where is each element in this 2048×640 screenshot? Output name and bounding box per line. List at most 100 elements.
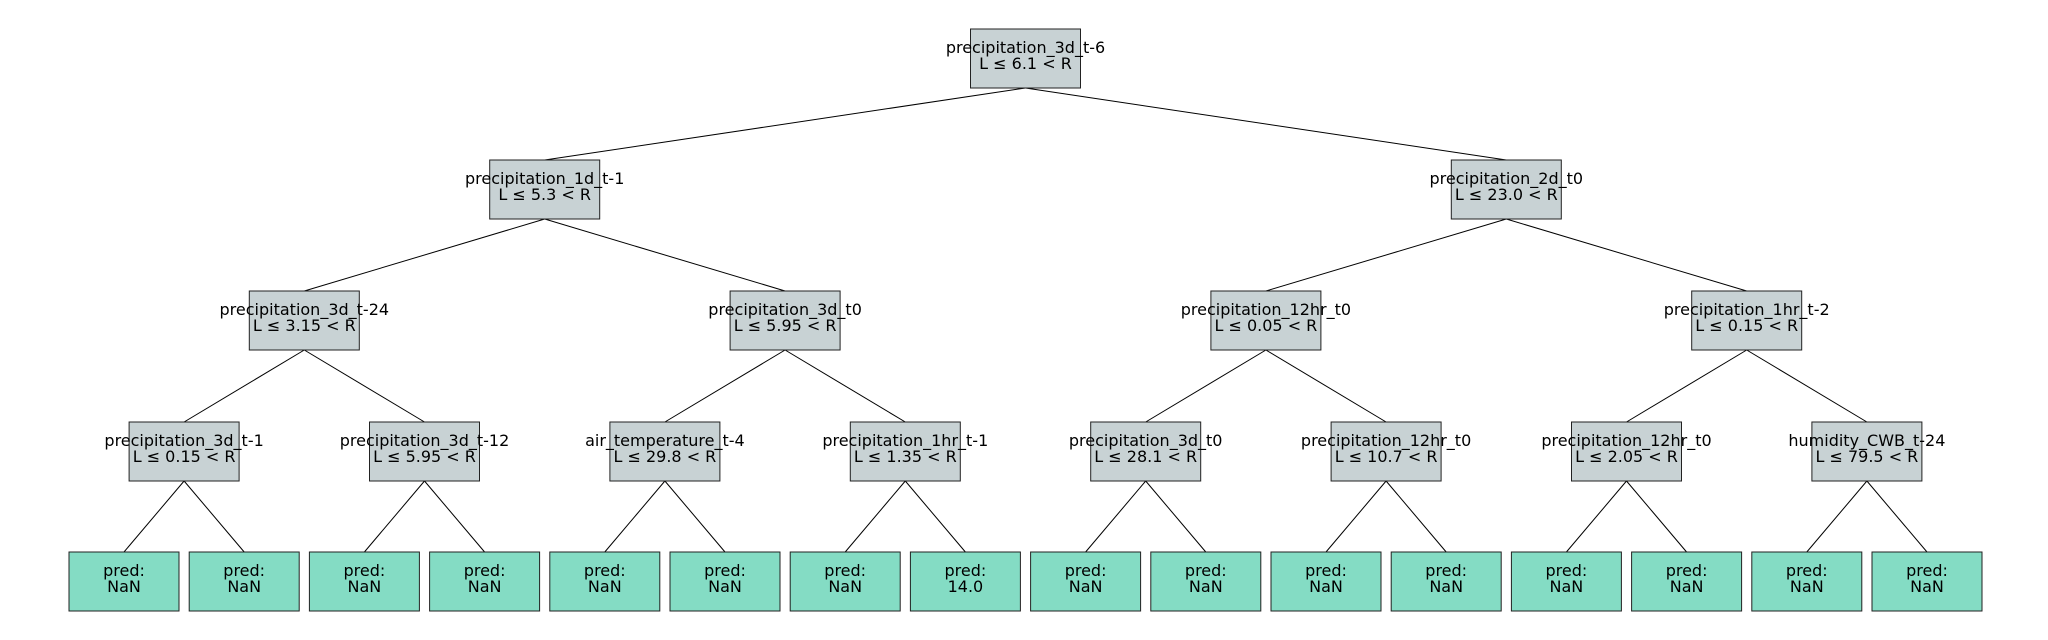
split-feature-label: humidity_CWB_t-24 bbox=[1788, 431, 1945, 451]
leaf-node: pred:NaN bbox=[308, 551, 420, 612]
split-rule: L ≤ 5.95 < R bbox=[734, 316, 837, 335]
split-feature-label: air_temperature_t-4 bbox=[585, 431, 745, 451]
leaf-box bbox=[1510, 551, 1622, 612]
leaf-node: pred:NaN bbox=[1751, 551, 1863, 612]
split-box bbox=[369, 421, 480, 482]
leaf-pred-value: NaN bbox=[348, 577, 382, 596]
split-feature-label: precipitation_3d_t-24 bbox=[220, 300, 390, 320]
tree-edge bbox=[304, 218, 545, 292]
leaf-node: pred:NaN bbox=[1871, 551, 1983, 612]
leaf-pred-value: NaN bbox=[1429, 577, 1463, 596]
tree-edge bbox=[123, 480, 185, 553]
leaf-pred-value: 14.0 bbox=[948, 577, 984, 596]
leaf-pred-value: NaN bbox=[107, 577, 141, 596]
split-box bbox=[1811, 421, 1923, 482]
tree-edge bbox=[544, 87, 1026, 161]
split-box bbox=[128, 421, 240, 482]
leaf-pred-label: pred: bbox=[1065, 561, 1107, 580]
split-node: precipitation_1d_t-1L ≤ 5.3 < R bbox=[465, 159, 624, 220]
split-node: precipitation_3d_t-24L ≤ 3.15 < R bbox=[220, 290, 390, 351]
leaf-node: pred:NaN bbox=[1150, 551, 1262, 612]
split-box bbox=[1571, 421, 1682, 482]
tree-edge bbox=[664, 349, 786, 423]
leaf-node: pred:NaN bbox=[68, 551, 180, 612]
split-feature-label: precipitation_3d_t-12 bbox=[340, 431, 510, 451]
leaf-node: pred:NaN bbox=[1270, 551, 1382, 612]
split-box bbox=[248, 290, 360, 351]
split-rule: L ≤ 29.8 < R bbox=[613, 447, 716, 466]
leaf-pred-label: pred: bbox=[1666, 561, 1708, 580]
leaf-pred-label: pred: bbox=[704, 561, 746, 580]
leaf-pred-value: NaN bbox=[1069, 577, 1103, 596]
leaf-box bbox=[1030, 551, 1142, 612]
leaf-pred-value: NaN bbox=[1670, 577, 1704, 596]
split-box bbox=[1450, 159, 1562, 220]
leaf-box bbox=[669, 551, 781, 612]
split-rule: L ≤ 5.95 < R bbox=[373, 447, 476, 466]
split-node: precipitation_12hr_t0L ≤ 0.05 < R bbox=[1181, 290, 1351, 351]
tree-edge bbox=[424, 480, 485, 553]
leaf-box bbox=[429, 551, 541, 612]
leaf-pred-value: NaN bbox=[588, 577, 622, 596]
leaf-box bbox=[188, 551, 300, 612]
split-node: air_temperature_t-4L ≤ 29.8 < R bbox=[585, 421, 745, 482]
split-box bbox=[1210, 290, 1322, 351]
split-feature-label: precipitation_1hr_t-2 bbox=[1664, 300, 1830, 320]
tree-edge bbox=[183, 480, 245, 553]
leaf-pred-value: NaN bbox=[1309, 577, 1343, 596]
tree-edge bbox=[1746, 349, 1868, 423]
leaf-pred-label: pred: bbox=[464, 561, 506, 580]
split-feature-label: precipitation_3d_t-1 bbox=[104, 431, 263, 451]
tree-edge bbox=[1506, 218, 1747, 292]
tree-edge bbox=[1566, 480, 1627, 553]
tree-edge bbox=[604, 480, 666, 553]
leaf-pred-value: NaN bbox=[828, 577, 862, 596]
tree-edges bbox=[123, 87, 1928, 553]
tree-edge bbox=[1806, 480, 1868, 553]
split-node: precipitation_2d_t0L ≤ 23.0 < R bbox=[1430, 159, 1583, 220]
leaf-pred-value: NaN bbox=[1910, 577, 1944, 596]
leaf-node: pred:NaN bbox=[669, 551, 781, 612]
split-feature-label: precipitation_1d_t-1 bbox=[465, 169, 624, 189]
leaf-box bbox=[1270, 551, 1382, 612]
split-rule: L ≤ 1.35 < R bbox=[854, 447, 957, 466]
split-feature-label: precipitation_3d_t-6 bbox=[946, 38, 1105, 58]
split-box bbox=[729, 290, 841, 351]
split-node: humidity_CWB_t-24L ≤ 79.5 < R bbox=[1788, 421, 1945, 482]
split-box bbox=[970, 28, 1081, 89]
split-node: precipitation_3d_t-6L ≤ 6.1 < R bbox=[946, 28, 1105, 89]
split-feature-label: precipitation_3d_t0 bbox=[1069, 431, 1223, 451]
split-rule: L ≤ 10.7 < R bbox=[1335, 447, 1438, 466]
leaf-pred-label: pred: bbox=[1786, 561, 1828, 580]
split-feature-label: precipitation_12hr_t0 bbox=[1541, 431, 1711, 451]
split-box bbox=[489, 159, 601, 220]
leaf-box bbox=[549, 551, 661, 612]
leaf-box bbox=[308, 551, 420, 612]
split-node: precipitation_1hr_t-1L ≤ 1.35 < R bbox=[822, 421, 988, 482]
split-box bbox=[1330, 421, 1442, 482]
split-feature-label: precipitation_12hr_t0 bbox=[1301, 431, 1471, 451]
leaf-pred-value: NaN bbox=[1189, 577, 1223, 596]
tree-edge bbox=[1265, 349, 1387, 423]
split-rule: L ≤ 6.1 < R bbox=[979, 54, 1072, 73]
leaf-node: pred:NaN bbox=[429, 551, 541, 612]
tree-edge bbox=[364, 480, 425, 553]
split-feature-label: precipitation_1hr_t-1 bbox=[822, 431, 988, 451]
leaf-pred-label: pred: bbox=[824, 561, 866, 580]
tree-edge bbox=[1085, 480, 1147, 553]
split-rule: L ≤ 2.05 < R bbox=[1575, 447, 1678, 466]
leaf-pred-value: NaN bbox=[708, 577, 742, 596]
tree-edge bbox=[904, 480, 966, 553]
split-node: precipitation_3d_t-12L ≤ 5.95 < R bbox=[340, 421, 510, 482]
split-rule: L ≤ 0.15 < R bbox=[1695, 316, 1798, 335]
leaf-pred-label: pred: bbox=[1425, 561, 1467, 580]
split-box bbox=[1090, 421, 1202, 482]
leaf-pred-value: NaN bbox=[227, 577, 261, 596]
split-rule: L ≤ 5.3 < R bbox=[498, 185, 591, 204]
leaf-box bbox=[68, 551, 180, 612]
leaf-pred-label: pred: bbox=[1185, 561, 1227, 580]
tree-edge bbox=[1265, 218, 1507, 292]
split-rule: L ≤ 0.15 < R bbox=[133, 447, 236, 466]
leaf-pred-label: pred: bbox=[945, 561, 987, 580]
tree-edge bbox=[1325, 480, 1387, 553]
